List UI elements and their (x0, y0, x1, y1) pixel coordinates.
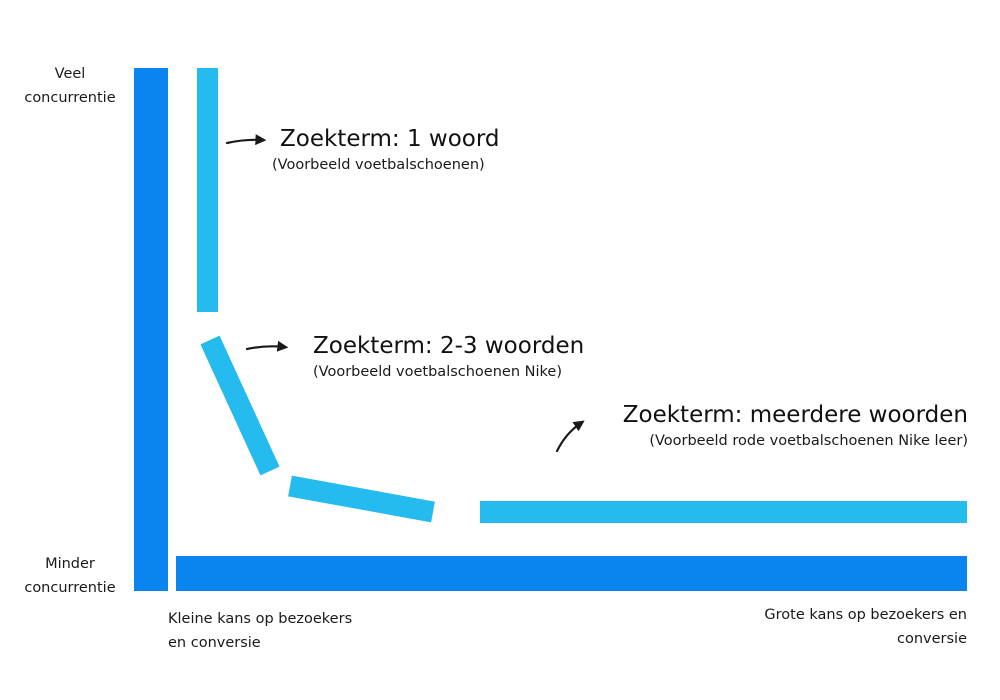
curve-segment-4 (480, 501, 967, 523)
y-axis-bottom-label: Minder concurrentie (10, 552, 130, 600)
callout-title: Zoekterm: 2-3 woorden (313, 333, 585, 359)
y-axis-bar (134, 68, 168, 591)
callout-one-word: Zoekterm: 1 woord (Voorbeeld voetbalscho… (272, 124, 500, 176)
x-axis-left-label-line: en conversie (168, 635, 261, 651)
x-axis-left-label-line: Kleine kans op bezoekers (168, 611, 353, 627)
y-axis-top-label: Veel concurrentie (10, 62, 130, 110)
y-axis-top-label-line: concurrentie (24, 90, 116, 106)
curve-segment-1 (197, 68, 218, 312)
callout-multiple-words: Zoekterm: meerdere woorden (Voorbeeld ro… (623, 400, 968, 452)
curve-segment-3 (288, 475, 435, 523)
arrow-icon (245, 340, 289, 352)
x-axis-left-label: Kleine kans op bezoekers en conversie (168, 607, 408, 655)
callout-two-three-words: Zoekterm: 2-3 woorden (Voorbeeld voetbal… (313, 331, 584, 383)
arrow-icon (555, 420, 585, 453)
curve-segment-2 (200, 335, 280, 476)
y-axis-bottom-label-line: concurrentie (24, 580, 116, 596)
callout-subtitle: (Voorbeeld rode voetbalschoenen Nike lee… (649, 433, 968, 449)
callout-subtitle: (Voorbeeld voetbalschoenen) (272, 157, 485, 173)
arrow-icon (225, 134, 267, 146)
y-axis-top-label-line: Veel (54, 66, 86, 82)
y-axis-bottom-label-line: Minder (45, 556, 95, 572)
x-axis-right-label-line: Grote kans op bezoekers en (764, 607, 967, 623)
callout-title: Zoekterm: 1 woord (280, 126, 500, 152)
x-axis-right-label: Grote kans op bezoekers en conversie (707, 603, 967, 651)
callout-subtitle: (Voorbeeld voetbalschoenen Nike) (313, 364, 562, 380)
x-axis-bar (176, 556, 967, 591)
x-axis-right-label-line: conversie (896, 631, 967, 647)
callout-title: Zoekterm: meerdere woorden (622, 402, 968, 428)
